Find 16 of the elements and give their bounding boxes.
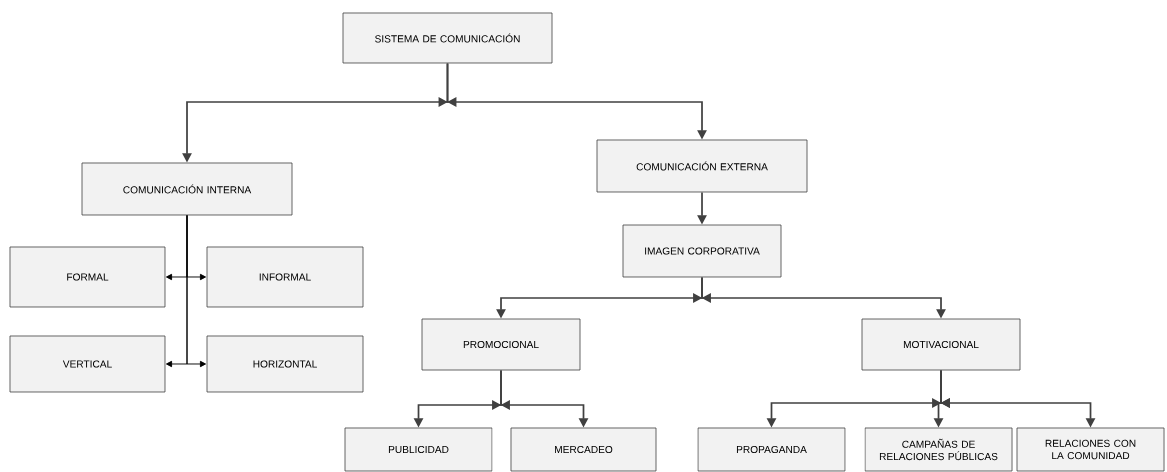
process-box: COMUNICACIÓN INTERNA — [81, 162, 293, 216]
arrow — [186, 214, 207, 368]
process-box: RELACIONES CON LA COMUNIDAD — [1016, 427, 1165, 472]
process-box: FORMAL — [9, 246, 166, 308]
process-box: MOTIVACIONAL — [861, 318, 1021, 371]
process-box: CAMPAÑAS DE RELACIONES PÚBLICAS — [864, 427, 1013, 472]
process-box: COMUNICACIÓN EXTERNA — [596, 139, 808, 193]
process-box: PROMOCIONAL — [421, 318, 581, 371]
process-box: SISTEMA DE COMUNICACIÓN — [342, 12, 553, 64]
process-box: MERCADEO — [510, 427, 657, 472]
process-box: INFORMAL — [206, 246, 364, 308]
process-box: PROPAGANDA — [697, 427, 846, 472]
process-box: HORIZONTAL — [206, 335, 364, 393]
process-box: IMAGEN CORPORATIVA — [622, 224, 782, 278]
process-box: VERTICAL — [9, 335, 166, 393]
process-box: PUBLICIDAD — [344, 427, 493, 472]
